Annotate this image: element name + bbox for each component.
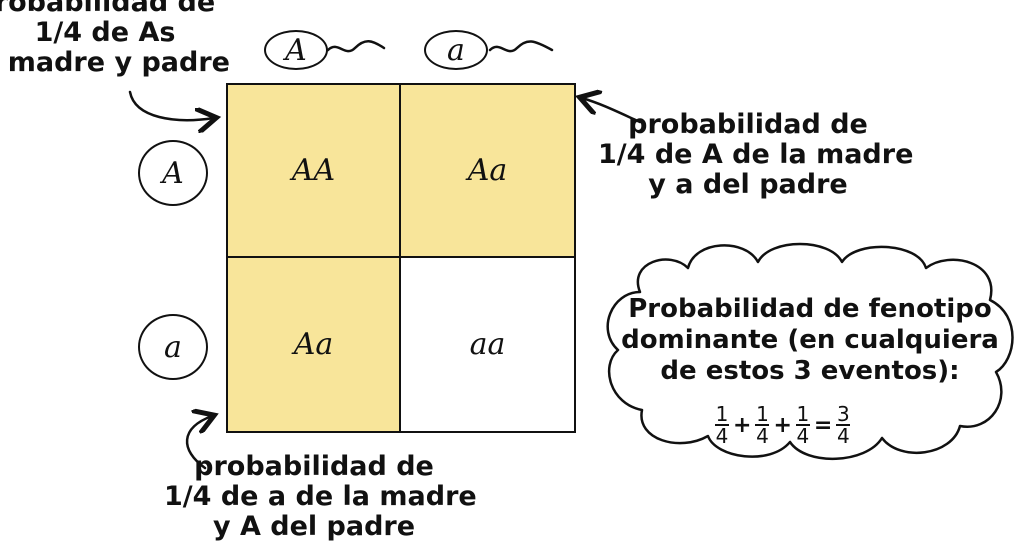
note-line: 1/4 de As [34,17,176,48]
arrow-top-right [582,98,642,124]
punnett-square: AA Aa Aa aa [226,83,576,433]
cloud-line: de estos 3 eventos): [660,356,960,386]
operator-equals: = [813,412,833,438]
operator-plus: + [773,412,792,438]
cell-Aa-top: Aa [401,85,574,258]
note-line: 1/4 de A de la madre [598,139,914,170]
fraction-numerator: 1 [756,402,769,426]
note-bottom-left: probabilidad de 1/4 de a de la madre y A… [164,451,477,542]
cloud-line: dominante (en cualquiera [621,325,999,355]
sperm-tail-a-upper [326,40,386,53]
sperm-tail-a-lower [488,40,554,53]
operator-plus: + [733,412,752,438]
fraction: 1 4 [795,402,810,448]
fraction-numerator: 1 [796,402,810,426]
allele-column-a: a [424,30,488,70]
cell-AA: AA [228,85,401,258]
fraction-denominator: 4 [756,424,769,448]
fraction-bar [836,424,851,426]
fraction-bar [795,424,810,426]
fraction-bar [715,424,729,426]
note-top-right: probabilidad de 1/4 de A de la madre y a… [598,109,914,200]
note-line: y a del padre [648,169,848,200]
note-line: probabilidad de [194,451,434,482]
cell-aa: aa [469,327,506,362]
fraction-numerator: 3 [836,402,850,426]
cloud-line: Probabilidad de fenotipo [628,294,992,324]
note-top-left: robabilidad de 1/4 de As e madre y padre [0,0,230,78]
note-line: 1/4 de a de la madre [164,481,477,512]
cell-Aa-bottom: Aa [228,258,401,431]
diagram-drawing [128,40,1014,470]
fraction: 1 4 [755,402,770,448]
fraction-denominator: 4 [796,424,810,448]
fraction-bar [755,424,770,426]
note-line: e madre y padre [0,47,230,78]
fraction: 1 4 [715,404,729,446]
fraction-denominator: 4 [715,424,729,448]
note-line: y A del padre [212,511,416,542]
note-line: robabilidad de [0,0,216,18]
cloud-text: Probabilidad de fenotipo dominante (en c… [620,294,1000,387]
thought-cloud [606,242,1014,461]
allele-column-A: A [264,30,328,70]
note-line: probabilidad de [628,109,868,140]
arrow-bottom-left [185,416,212,470]
allele-row-a: a [138,314,208,380]
fraction-numerator: 1 [715,402,729,426]
fraction-result: 3 4 [836,402,851,448]
probability-equation: 1 4 + 1 4 + 1 4 = 3 4 [715,402,851,448]
fraction-denominator: 4 [836,424,850,448]
arrow-top-left [128,90,214,120]
allele-row-A: A [138,140,208,206]
